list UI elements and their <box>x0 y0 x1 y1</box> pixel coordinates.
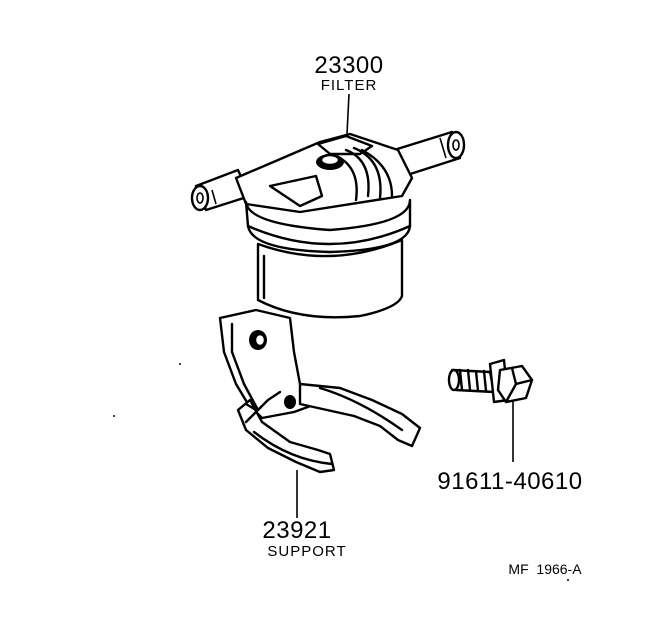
diagram-reference-code: MF 1966-A <box>508 561 582 577</box>
flange-bolt-drawing <box>447 358 534 404</box>
fuel-filter-drawing <box>190 130 466 319</box>
filter-part-name: FILTER <box>321 77 378 94</box>
support-part-name: SUPPORT <box>267 543 346 560</box>
bolt-part-number: 91611-40610 <box>437 468 582 495</box>
filter-leader-line <box>346 93 350 135</box>
filter-part-number: 23300 <box>314 52 383 79</box>
support-bracket-drawing <box>218 308 422 474</box>
support-part-number: 23921 <box>262 517 331 544</box>
